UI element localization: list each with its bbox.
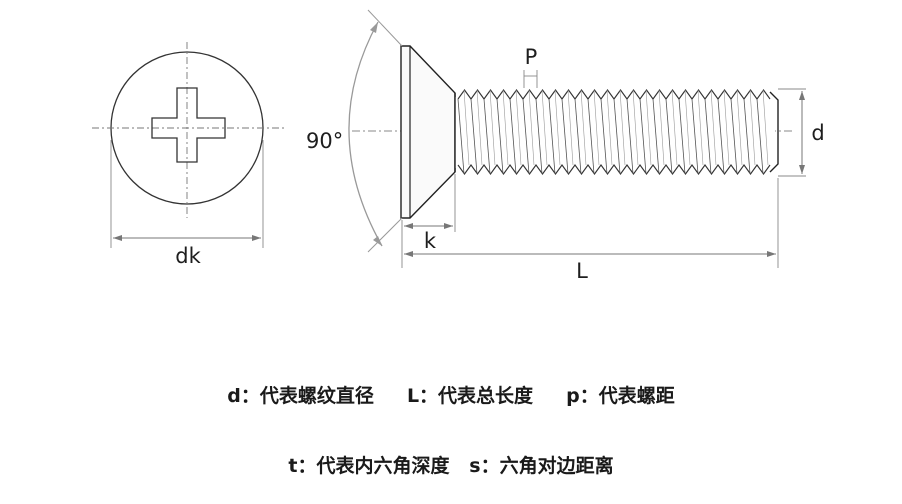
screw-side-view: 90° k L P d	[306, 9, 825, 283]
screw-dimension-diagram: dk 90° k L	[92, 9, 825, 283]
thread-line	[567, 89, 574, 166]
thread-line	[593, 89, 600, 166]
l-arrow-right	[767, 251, 776, 257]
thread-line	[574, 98, 582, 175]
dk-label: dk	[175, 244, 201, 268]
thread-pattern	[457, 89, 771, 175]
thread-line	[483, 98, 491, 175]
thread-line	[619, 89, 626, 166]
thread-line	[756, 98, 764, 175]
thread-line	[652, 98, 660, 175]
legend-line-1: d：代表螺纹直径 L：代表总长度 p：代表螺距	[227, 385, 675, 407]
thread-line	[730, 98, 738, 175]
thread-line	[639, 98, 647, 175]
thread-line	[522, 98, 530, 175]
l-arrow-left	[404, 251, 413, 257]
countersunk-head	[400, 45, 456, 219]
pitch-label: P	[525, 45, 538, 69]
thread-line	[736, 89, 743, 166]
thread-line	[606, 89, 613, 166]
thread-line	[470, 98, 478, 175]
thread-line	[626, 98, 634, 175]
thread-line	[580, 89, 587, 166]
thread-line	[600, 98, 608, 175]
thread-line	[632, 89, 639, 166]
l-label: L	[576, 259, 588, 283]
k-arrow-right	[444, 223, 453, 229]
thread-line	[535, 98, 543, 175]
angle-label: 90°	[306, 129, 343, 153]
thread-line	[548, 98, 556, 175]
phillips-cross-recess	[151, 87, 226, 163]
thread-line	[489, 89, 496, 166]
thread-line	[678, 98, 686, 175]
d-label: d	[811, 121, 824, 145]
angle-extension-top	[367, 9, 403, 47]
angle-arrow-bottom	[373, 236, 382, 246]
thread-line	[691, 98, 699, 175]
thread-line	[697, 89, 704, 166]
thread-line	[762, 89, 769, 166]
thread-line	[717, 98, 725, 175]
thread-line	[704, 98, 712, 175]
thread-line	[645, 89, 652, 166]
k-arrow-left	[404, 223, 413, 229]
thread-crest-bottom	[457, 164, 771, 175]
thread-line	[658, 89, 665, 166]
thread-line	[587, 98, 595, 175]
thread-line	[671, 89, 678, 166]
thread-line	[509, 98, 517, 175]
thread-line	[496, 98, 504, 175]
thread-line	[528, 89, 535, 166]
thread-line	[515, 89, 522, 166]
dk-arrow-left	[113, 235, 122, 241]
k-label: k	[424, 229, 437, 253]
thread-line	[541, 89, 548, 166]
thread-line	[710, 89, 717, 166]
thread-line	[502, 89, 509, 166]
angle-arrow-top	[370, 22, 378, 33]
thread-line	[613, 98, 621, 175]
thread-line	[723, 89, 730, 166]
angle-arc	[348, 21, 383, 247]
thread-line	[684, 89, 691, 166]
thread-line	[463, 89, 470, 166]
thread-line	[743, 98, 751, 175]
thread-line	[554, 89, 561, 166]
dk-arrow-right	[252, 235, 261, 241]
d-arrow-bottom	[799, 165, 805, 174]
thread-line	[665, 98, 673, 175]
thread-line	[457, 98, 465, 175]
d-arrow-top	[799, 91, 805, 100]
screw-head-top-view: dk	[92, 42, 285, 268]
thread-line	[476, 89, 483, 166]
legend-line-2: t：代表内六角深度 s：六角对边距离	[288, 455, 614, 477]
thread-line	[561, 98, 569, 175]
screw-tip	[769, 91, 779, 173]
thread-line	[749, 89, 756, 166]
angle-extension-bottom	[367, 217, 403, 253]
